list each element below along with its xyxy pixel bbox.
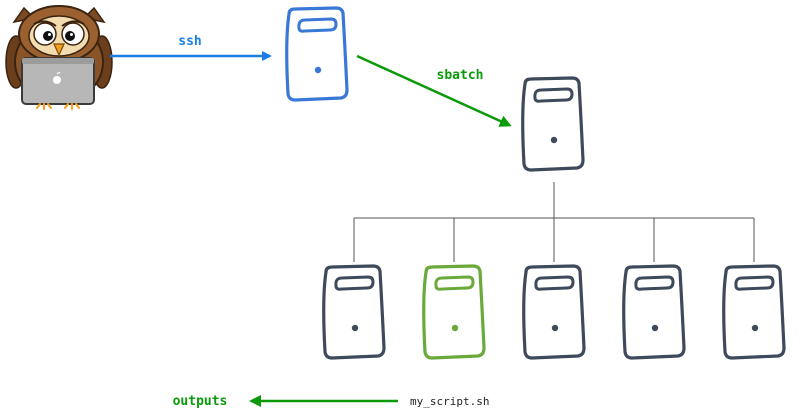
server-led-icon (314, 66, 322, 74)
server-led-icon (351, 324, 359, 332)
compute-node-server-3 (522, 264, 586, 360)
server-led-icon (550, 136, 558, 144)
compute-node-server-5 (722, 264, 786, 360)
login-node-server (285, 6, 349, 102)
server-led-icon (451, 324, 459, 332)
sbatch-arrow (356, 54, 512, 127)
ssh-label: ssh (178, 34, 201, 49)
login-node-server-icon (285, 6, 349, 102)
compute-nodes (322, 264, 786, 360)
compute-node-server-1 (322, 264, 386, 360)
compute-node-server-2 (422, 264, 486, 360)
outputs-label: outputs (173, 394, 228, 409)
server-led-icon (651, 324, 659, 332)
server-led-icon (551, 324, 559, 332)
scheduler-server-icon (521, 76, 585, 172)
script-label: my_script.sh (410, 395, 489, 408)
sbatch-label: sbatch (437, 68, 484, 83)
owl-with-laptop-icon (5, 5, 113, 110)
laptop-logo-icon (53, 76, 61, 84)
scheduler-server (521, 76, 585, 172)
compute-node-server-4 (622, 264, 686, 360)
cluster-tree-lines (353, 182, 755, 262)
server-led-icon (751, 324, 759, 332)
